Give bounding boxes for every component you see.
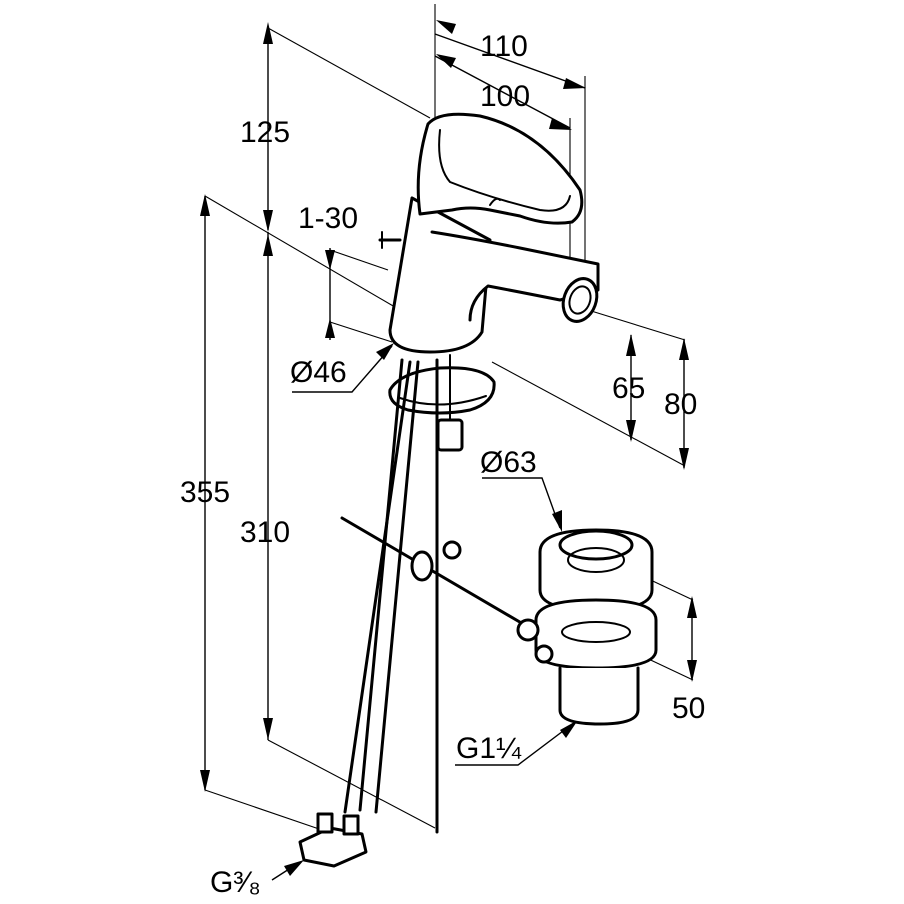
dim-125: 125 — [240, 116, 290, 149]
dimension-lines — [204, 4, 694, 881]
dim-thread-g1-1-4: G1¼ — [456, 732, 522, 765]
dim-355: 355 — [180, 476, 230, 509]
mixer-body — [378, 112, 600, 354]
dimension-labels: 110 100 125 1-30 Ø46 355 310 65 80 Ø63 5… — [180, 30, 705, 899]
dim-1-30: 1-30 — [298, 202, 358, 235]
dim-diameter-46: Ø46 — [290, 356, 347, 389]
dim-thread-g3-8: G³⁄₈ — [210, 866, 261, 899]
dim-100: 100 — [480, 80, 530, 113]
arrowheads — [200, 20, 697, 876]
dim-80: 80 — [664, 388, 697, 421]
popup-waste — [340, 516, 658, 726]
dim-110: 110 — [480, 30, 528, 63]
dim-diameter-63: Ø63 — [480, 446, 537, 479]
mounting-hardware — [298, 354, 496, 868]
dim-310: 310 — [240, 516, 290, 549]
dim-65: 65 — [612, 372, 645, 405]
dim-50: 50 — [672, 692, 705, 725]
